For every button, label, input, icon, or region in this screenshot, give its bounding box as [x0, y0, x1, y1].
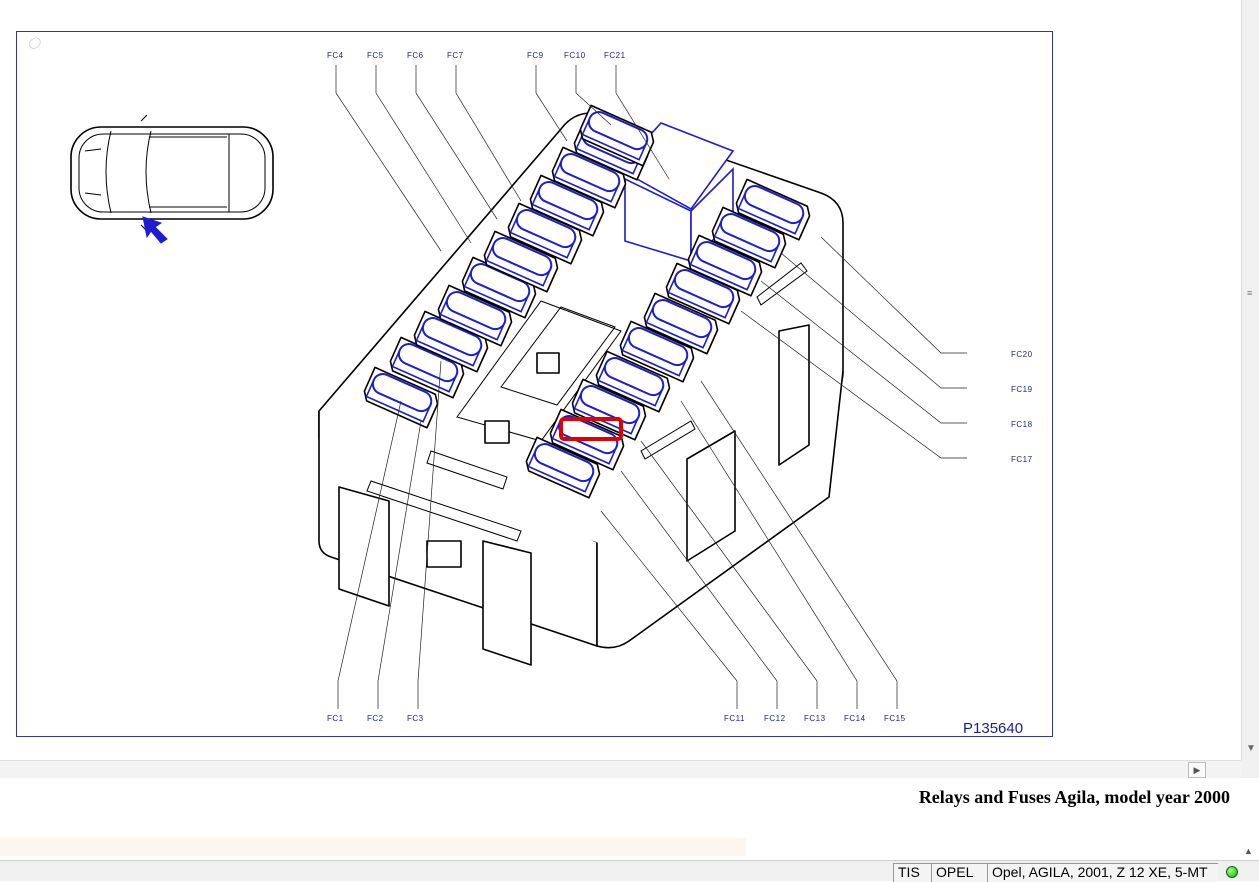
diagram-caption: Relays and Fuses Agila, model year 2000	[918, 787, 1230, 807]
resize-grip-icon[interactable]: ▲	[1244, 846, 1253, 856]
status-cell-brand: OPEL	[931, 863, 987, 882]
fuse-group	[363, 104, 811, 499]
fuse	[619, 320, 695, 383]
fuse-label: FC17	[1011, 455, 1033, 464]
scroll-down-icon[interactable]: ▼	[1246, 743, 1256, 754]
fuse-label: FC11	[724, 714, 745, 723]
fuse-label: FC3	[407, 714, 424, 723]
labels-right: FC20 FC19 FC18 FC17	[1011, 350, 1033, 464]
fuse	[525, 436, 601, 499]
diagram-viewer: FC4 FC5 FC6 FC7 FC9 FC10 FC21 FC20 FC19 …	[16, 31, 1053, 737]
fuse	[595, 350, 671, 413]
fuse	[363, 366, 439, 429]
fuse-label: FC20	[1011, 350, 1033, 359]
fuse	[507, 202, 583, 265]
vertical-scrollbar[interactable]: ≡ ▼	[1241, 0, 1259, 760]
fuse-label: FC21	[604, 51, 626, 60]
labels-top: FC4 FC5 FC6 FC7 FC9 FC10 FC21	[327, 51, 626, 60]
fuse-label: FC14	[844, 714, 866, 723]
fuse	[711, 206, 787, 269]
leader-lines	[335, 65, 967, 709]
fuse-label: FC12	[764, 714, 786, 723]
status-cell-vehicle: Opel, AGILA, 2001, Z 12 XE, 5-MT	[987, 863, 1218, 882]
fuse-label: FC5	[367, 51, 384, 60]
fuse-box-diagram: FC4 FC5 FC6 FC7 FC9 FC10 FC21 FC20 FC19 …	[70, 51, 1033, 737]
fuse-label: FC13	[804, 714, 826, 723]
car-top-view-icon	[70, 114, 274, 232]
scroll-right-icon[interactable]: ▶	[1188, 762, 1206, 778]
fuse	[687, 234, 763, 297]
scroll-grip-icon[interactable]: ≡	[1247, 288, 1253, 298]
info-bar	[0, 838, 746, 856]
fuse	[461, 256, 537, 319]
fuse-label: FC10	[564, 51, 586, 60]
part-number: P135640	[963, 720, 1023, 737]
scroll-corner	[1241, 760, 1259, 778]
labels-bottom: FC1 FC2 FC3 FC11 FC12 FC13 FC14 FC15	[327, 714, 906, 723]
fuse-label: FC1	[327, 714, 344, 723]
fuse-label: FC19	[1011, 385, 1033, 394]
fuse	[551, 146, 627, 209]
fuse	[579, 104, 655, 167]
fuse-label: FC15	[884, 714, 906, 723]
fuse	[665, 262, 741, 325]
fuse	[437, 284, 513, 347]
fuse-label: FC18	[1011, 420, 1033, 429]
fuse	[643, 292, 719, 355]
fuse	[529, 174, 605, 237]
logo-watermark: ◯	[28, 37, 41, 49]
diagram-frame: FC4 FC5 FC6 FC7 FC9 FC10 FC21 FC20 FC19 …	[16, 31, 1053, 737]
status-cell-app: TIS	[893, 863, 931, 882]
status-bar: TIS OPEL Opel, AGILA, 2001, Z 12 XE, 5-M…	[0, 860, 1259, 882]
fuse	[483, 230, 559, 293]
horizontal-scrollbar[interactable]: ▶	[0, 760, 1241, 778]
fuse	[735, 178, 811, 241]
location-arrow-icon	[142, 216, 168, 244]
highlighted-fuse-marker	[559, 417, 623, 441]
fuse-label: FC9	[527, 51, 544, 60]
connection-status-icon	[1226, 866, 1238, 878]
fuse-label: FC6	[407, 51, 424, 60]
fuse-label: FC7	[447, 51, 464, 60]
fuse-label: FC2	[367, 714, 384, 723]
fuse-label: FC4	[327, 51, 344, 60]
fuse	[413, 310, 489, 373]
